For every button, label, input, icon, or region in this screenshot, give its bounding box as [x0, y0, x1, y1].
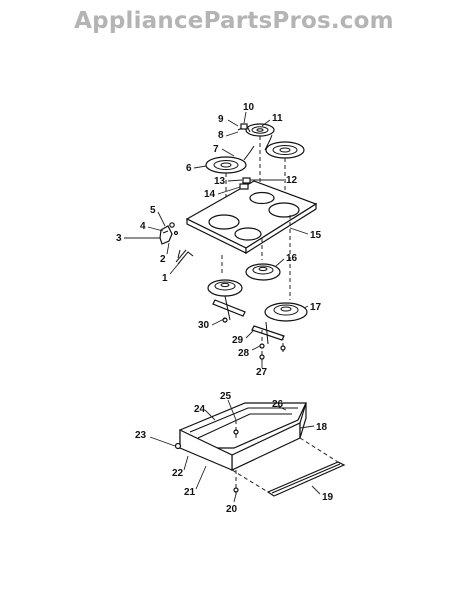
hinge-bracket-assembly[interactable]: [159, 222, 179, 245]
receptacle-block-icon: [242, 177, 251, 184]
callout-6: 6: [186, 163, 192, 174]
screw-icon: [259, 354, 265, 360]
drip-bowl-upper[interactable]: [245, 263, 281, 281]
drip-bowl-right[interactable]: [264, 302, 308, 322]
callout-labels: 10 9 11 8 7 6 13 12 14 15 5 4 3 2 1 16 1…: [116, 102, 334, 515]
callout-18: 18: [316, 422, 328, 433]
callout-13: 13: [214, 176, 226, 187]
callout-20: 20: [226, 504, 238, 515]
callout-21: 21: [184, 487, 196, 498]
callout-27: 27: [256, 367, 268, 378]
drip-bowl-left[interactable]: [207, 279, 243, 297]
surface-element-large-right[interactable]: [265, 141, 305, 159]
callout-5: 5: [150, 205, 156, 216]
callout-10: 10: [243, 102, 255, 113]
element-support-bracket-left[interactable]: [212, 295, 246, 321]
callout-4: 4: [140, 221, 146, 232]
callout-28: 28: [238, 348, 250, 359]
watermark-text: AppliancePartsPros.com: [74, 8, 394, 34]
drawer-glide-rail[interactable]: [266, 461, 346, 497]
storage-drawer[interactable]: [179, 402, 307, 471]
drawer-bumper-icon: [174, 442, 182, 450]
callout-25: 25: [220, 391, 232, 402]
surface-element-large-left[interactable]: [205, 156, 247, 174]
callout-8: 8: [218, 130, 224, 141]
callout-29: 29: [232, 335, 244, 346]
receptacle-bracket-icon: [239, 183, 249, 190]
element-support-bracket-right[interactable]: [251, 321, 285, 345]
callout-26: 26: [272, 399, 284, 410]
callout-12: 12: [286, 175, 298, 186]
surface-element-small-top[interactable]: [245, 123, 275, 137]
callout-30: 30: [198, 320, 210, 331]
callout-leaders: [124, 111, 321, 503]
callout-24: 24: [194, 404, 206, 415]
callout-15: 15: [310, 230, 322, 241]
bracket-rod[interactable]: [175, 249, 194, 265]
screw-icon: [280, 345, 286, 351]
callout-23: 23: [135, 430, 147, 441]
screw-icon: [259, 343, 265, 349]
cooktop-main-top[interactable]: [185, 180, 318, 255]
callout-9: 9: [218, 114, 224, 125]
callout-14: 14: [204, 189, 216, 200]
callout-16: 16: [286, 253, 298, 264]
callout-1: 1: [162, 273, 168, 284]
callout-19: 19: [322, 492, 334, 503]
callout-11: 11: [272, 113, 283, 124]
callout-7: 7: [213, 144, 219, 155]
callout-22: 22: [172, 468, 184, 479]
callout-3: 3: [116, 233, 122, 244]
callout-2: 2: [160, 254, 166, 265]
callout-17: 17: [310, 302, 322, 313]
